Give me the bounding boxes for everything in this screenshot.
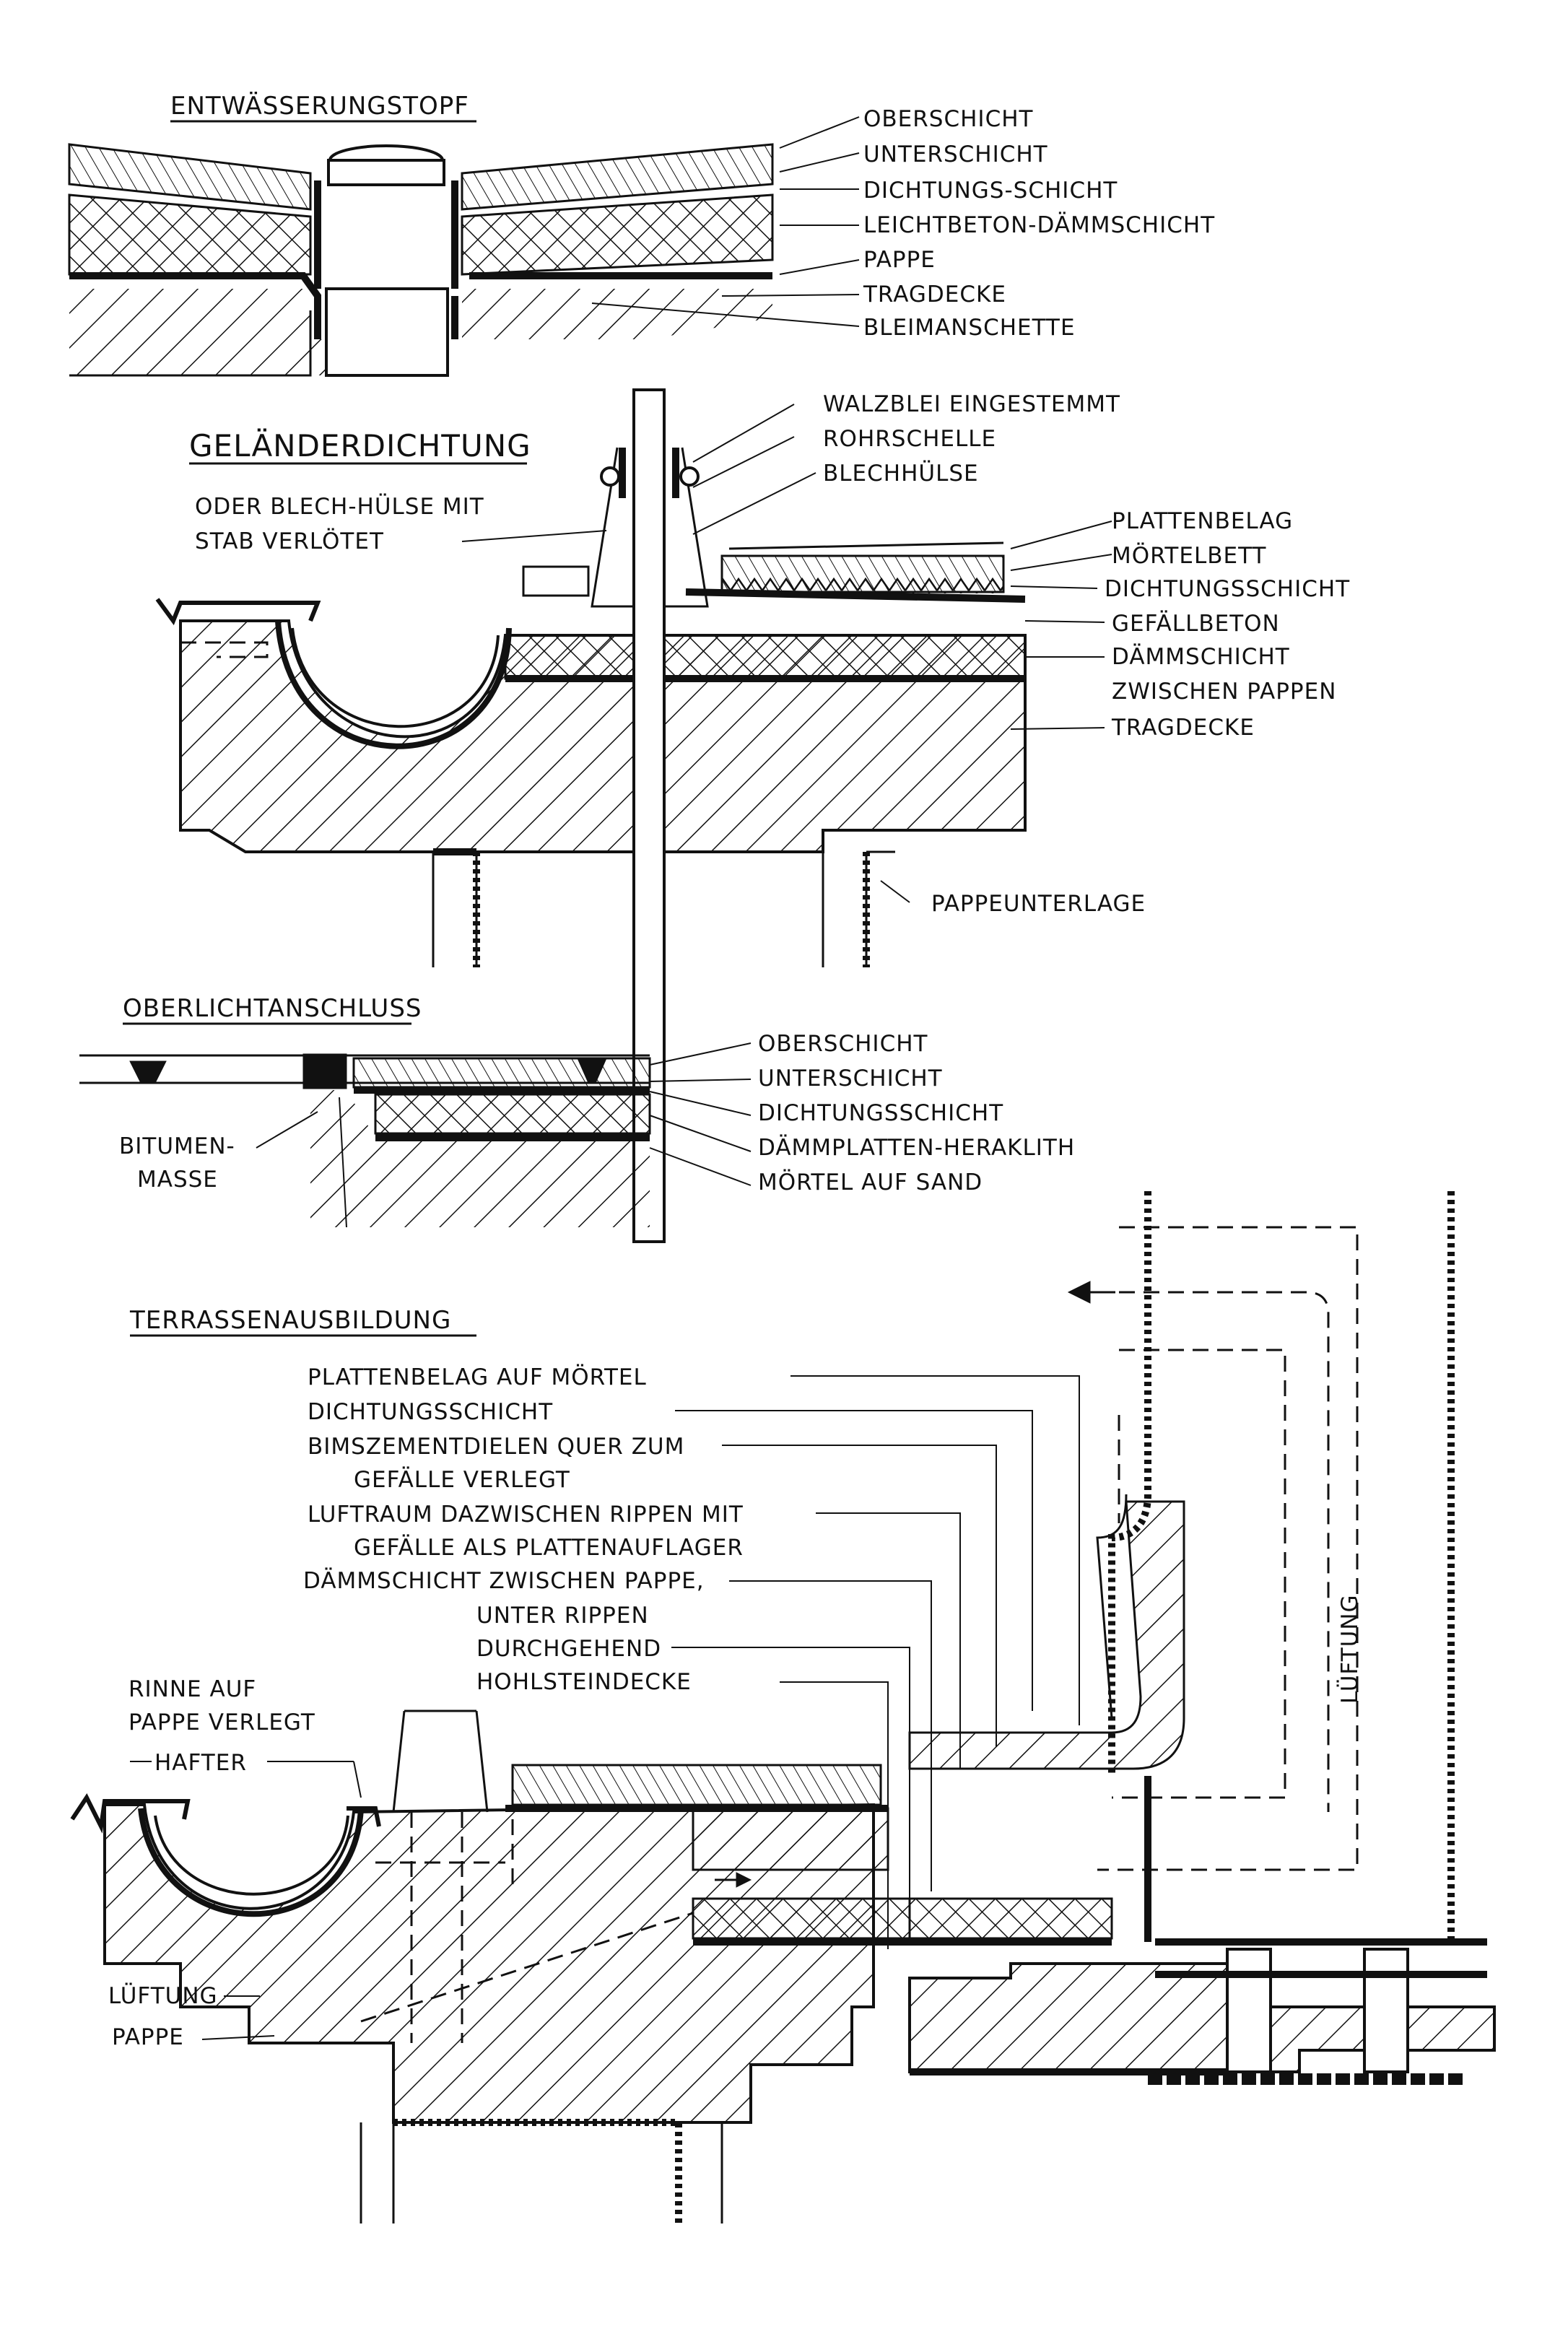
railing-label-right-1: PLATTENBELAG — [1112, 508, 1293, 534]
terrace-hafter-label: HAFTER — [154, 1750, 247, 1776]
railing-label-top-1: WALZBLEI EINGESTEMMT — [823, 391, 1120, 417]
terrace-gutter-label-2: PAPPE VERLEGT — [129, 1709, 315, 1735]
drain-label-2: UNTERSCHICHT — [863, 141, 1048, 167]
terrace-vertical-vent-label: LÜFTUNG — [1336, 1594, 1363, 1704]
railing-label-right-7: TRAGDECKE — [1111, 715, 1255, 741]
skylight-title: OBERLICHTANSCHLUSS — [123, 994, 422, 1023]
skylight-label-1: OBERSCHICHT — [758, 1031, 928, 1057]
terrace-bottom-label-2: PAPPE — [112, 2024, 184, 2050]
terrace-label-2: DICHTUNGSSCHICHT — [308, 1399, 553, 1425]
railing-label-top-3: BLECHHÜLSE — [823, 460, 979, 487]
railing-detail: GELÄNDERDICHTUNG ODER BLECH-HÜLSE MIT ST… — [155, 388, 1350, 1243]
terrace-label-6: GEFÄLLE ALS PLATTENAUFLAGER — [354, 1535, 744, 1561]
skylight-left-label-1: BITUMEN- — [119, 1133, 235, 1159]
railing-note-line-2: STAB VERLÖTET — [195, 528, 384, 554]
railing-title: GELÄNDERDICHTUNG — [189, 427, 531, 463]
railing-label-top-2: ROHRSCHELLE — [823, 426, 996, 452]
drain-label-7: BLEIMANSCHETTE — [863, 315, 1076, 341]
terrace-label-3: BIMSZEMENTDIELEN QUER ZUM — [308, 1434, 684, 1460]
terrace-title: TERRASSENAUSBILDUNG — [129, 1306, 451, 1335]
skylight-detail: OBERLICHTANSCHLUSS OBERSCHICHT UNTERSCHI… — [79, 994, 1075, 1228]
terrace-label-7: DÄMMSCHICHT ZWISCHEN PAPPE, — [303, 1568, 705, 1594]
drain-label-6: TRAGDECKE — [863, 282, 1006, 308]
skylight-label-5: MÖRTEL AUF SAND — [758, 1169, 983, 1195]
drain-label-1: OBERSCHICHT — [863, 106, 1034, 132]
skylight-left-label-2: MASSE — [137, 1167, 218, 1193]
terrace-label-5: LUFTRAUM DAZWISCHEN RIPPEN MIT — [308, 1502, 744, 1528]
railing-label-bottom: PAPPEUNTERLAGE — [931, 891, 1146, 917]
railing-label-right-3: DICHTUNGSSCHICHT — [1105, 576, 1350, 602]
drain-label-3: DICHTUNGS-SCHICHT — [863, 178, 1118, 204]
drain-detail: ENTWÄSSERUNGSTOPF OBERSCHICHT UNTERSCHIC… — [68, 92, 1215, 377]
terrace-label-1: PLATTENBELAG AUF MÖRTEL — [308, 1364, 647, 1390]
terrace-gutter-label-1: RINNE AUF — [129, 1676, 256, 1702]
terrace-label-8: UNTER RIPPEN — [476, 1603, 649, 1629]
railing-label-right-2: MÖRTELBETT — [1112, 542, 1266, 569]
terrace-label-10: HOHLSTEINDECKE — [476, 1669, 692, 1695]
skylight-label-3: DICHTUNGSSCHICHT — [758, 1100, 1003, 1126]
skylight-label-4: DÄMMPLATTEN-HERAKLITH — [758, 1135, 1075, 1161]
railing-label-right-4: GEFÄLLBETON — [1112, 611, 1280, 637]
drain-label-5: PAPPE — [863, 247, 936, 273]
terrace-bottom-label-1: LÜFTUNG — [108, 1982, 218, 2009]
terrace-label-4: GEFÄLLE VERLEGT — [354, 1467, 570, 1493]
railing-label-right-6: ZWISCHEN PAPPEN — [1112, 679, 1336, 705]
railing-label-right-5: DÄMMSCHICHT — [1112, 644, 1290, 670]
drain-title: ENTWÄSSERUNGSTOPF — [170, 92, 469, 121]
drain-label-4: LEICHTBETON-DÄMMSCHICHT — [863, 212, 1215, 238]
skylight-label-2: UNTERSCHICHT — [758, 1066, 943, 1092]
terrace-detail: TERRASSENAUSBILDUNG PLATTENBELAG AUF MÖR… — [70, 1191, 1496, 2223]
terrace-label-9: DURCHGEHEND — [476, 1636, 661, 1662]
railing-note-line-1: ODER BLECH-HÜLSE MIT — [195, 493, 484, 520]
